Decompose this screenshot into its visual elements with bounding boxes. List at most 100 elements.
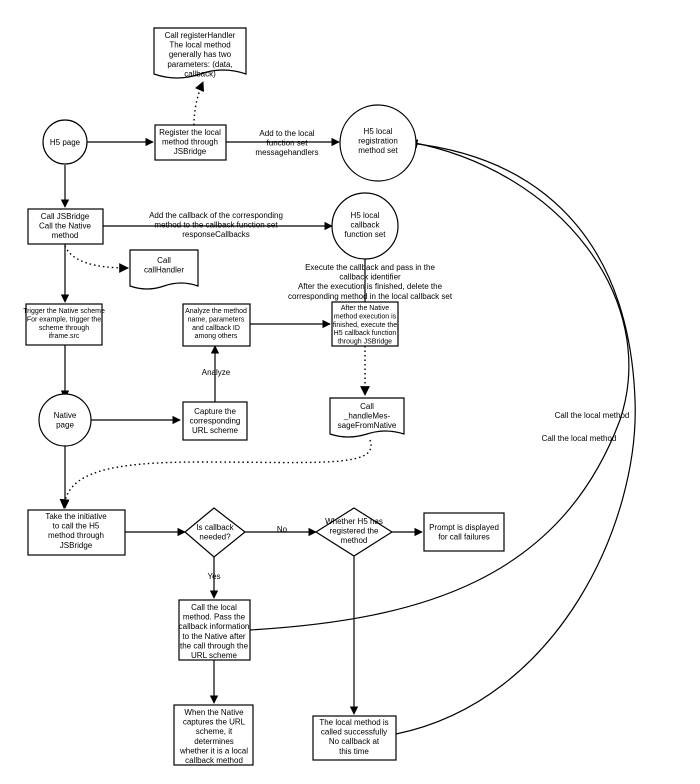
label-line: Call the local xyxy=(191,603,237,612)
label-line: registered the xyxy=(330,527,379,536)
nodes xyxy=(25,27,505,766)
label-line: Call the Native xyxy=(39,222,92,231)
label-line: callback information xyxy=(179,622,250,631)
label-line: this time xyxy=(339,747,369,756)
analyze-method-box xyxy=(182,303,251,347)
edge-label-call-local-method-1: Call the local method xyxy=(555,411,630,420)
label-line: H5 local xyxy=(364,127,393,136)
label-line: the call through the xyxy=(180,641,249,650)
label-line: Execute the callback and pass in the xyxy=(305,263,435,272)
label-line: method to the callback function set xyxy=(154,221,278,230)
label-line: sageFromNative xyxy=(338,421,397,430)
label-line: callback method xyxy=(185,756,243,765)
label-line: H5 local xyxy=(351,211,380,220)
label-line: page xyxy=(56,421,74,430)
label-line: corresponding xyxy=(190,417,241,426)
label-line: parameters: (data, xyxy=(167,60,232,69)
label-line: Yes xyxy=(207,572,220,581)
prompt-failure-box xyxy=(423,512,505,552)
label-line: Add the callback of the corresponding xyxy=(149,211,283,220)
label-line: method xyxy=(341,536,368,545)
edge-call-jsbridge-to-callhandler-note xyxy=(64,245,129,273)
native-initiative-box xyxy=(27,509,126,556)
trigger-native-scheme-box xyxy=(25,303,103,346)
label-line: called successfully xyxy=(321,728,387,737)
label-line: For example, trigger the xyxy=(27,316,101,323)
label-line: Analyze the method xyxy=(185,308,247,315)
label-line: and callback ID xyxy=(192,325,240,332)
label-line: After the Native xyxy=(341,305,389,312)
label-line: generally has two xyxy=(169,50,232,59)
label-line: determines xyxy=(194,737,234,746)
label-line: method set xyxy=(358,146,398,155)
label-line: to call the H5 xyxy=(53,522,100,531)
label-line: Native xyxy=(54,411,77,420)
label-line: needed? xyxy=(199,533,231,542)
label-line: Call the local method xyxy=(555,411,630,420)
whether-registered-diamond xyxy=(314,507,394,557)
label-line: Capture the xyxy=(194,407,236,416)
label-line: method xyxy=(52,231,79,240)
edge-no-callback-to-registration-set xyxy=(395,139,636,735)
call-handlemessage-note xyxy=(329,397,405,438)
call-callhandler-note xyxy=(129,249,199,290)
label-line: URL scheme xyxy=(191,651,237,660)
edge-label-no: No xyxy=(277,525,288,534)
label-line: Is callback xyxy=(196,523,234,532)
label-line: Add to the local xyxy=(259,129,314,138)
label-line: callback xyxy=(351,221,381,230)
label-line: method through xyxy=(48,531,104,540)
label-line: finished, execute the xyxy=(333,322,397,329)
label-line: responseCallbacks xyxy=(182,230,250,239)
label-line: When the Native xyxy=(184,708,244,717)
label-line: to the Native after xyxy=(182,632,245,641)
label-line: Take the initiative xyxy=(45,512,107,521)
label-line: No callback at xyxy=(329,737,380,746)
h5-page-circle xyxy=(42,119,88,165)
label-line: scheme, it xyxy=(196,727,233,736)
call-jsbridge-box xyxy=(27,208,104,245)
label-line: for call failures xyxy=(438,533,490,542)
edge-register-to-registerhandler-note xyxy=(193,81,205,126)
label-line: callback) xyxy=(184,69,216,78)
label-line: method execution is xyxy=(334,313,397,320)
label-line: H5 page xyxy=(50,138,81,147)
label-line: The local method is xyxy=(319,718,388,727)
label-line: Prompt is displayed xyxy=(429,523,499,532)
h5-registration-set-circle xyxy=(339,104,417,182)
label-line: Call xyxy=(360,402,374,411)
label-line: After the execution is finished, delete … xyxy=(298,282,443,291)
label-line: Call registerHandler xyxy=(165,31,236,40)
label-line: whether it is a local xyxy=(179,746,248,755)
label-line: Call JSBridge xyxy=(41,212,90,221)
label-line: Trigger the Native scheme xyxy=(23,308,105,315)
edge-label-yes: Yes xyxy=(207,572,220,581)
h5-callback-set-circle xyxy=(331,192,399,260)
label-line: method through xyxy=(162,138,218,147)
after-native-execution-box xyxy=(331,301,399,347)
node-label-h5-page: H5 page xyxy=(50,138,81,147)
local-called-no-callback-box xyxy=(312,715,397,761)
label-line: JSBridge xyxy=(174,147,207,156)
node-label-call-handlemessage: Call_handleMes-sageFromNative xyxy=(338,402,397,430)
register-local-method-box xyxy=(154,124,227,161)
edge-label-call-local-method-2: Call the local method xyxy=(542,434,617,443)
label-line: iframe.src xyxy=(49,333,80,340)
label-line: function set xyxy=(345,230,387,239)
